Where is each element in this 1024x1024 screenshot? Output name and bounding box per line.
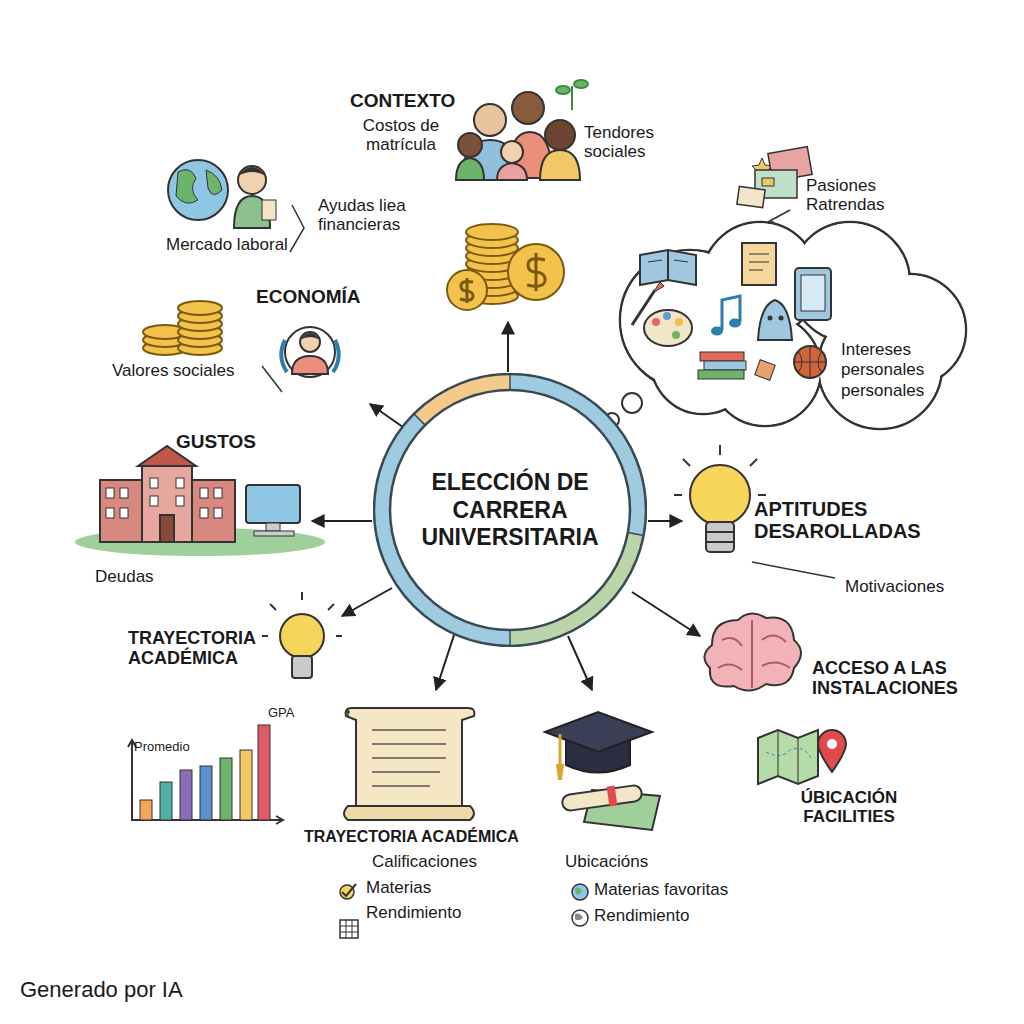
cloud-text: Intereses personales personales [841,340,949,401]
factor-label: Valores sociales [112,361,235,380]
factor-label: Materias favoritas [594,880,728,899]
group-heading: APTITUDES DESAROLLADAS [754,498,936,543]
factor-label: Deudas [95,567,154,586]
thought-cloud: Intereses personales personales [605,212,970,438]
factor-label: Calificaciones [372,852,477,871]
factor-label: Tendores sociales [584,123,676,161]
central-title: ELECCIÓN DE CARRERA UNIVERSITARIA [410,469,610,552]
group-heading: CONTEXTO [350,90,455,111]
group-heading: TRAYECTORIA ACADÉMICA [304,828,519,846]
factor-label: Costos de matrícula [352,116,450,154]
group-heading: ECONOMÍA [256,286,361,307]
factor-label: Rendimiento [594,906,689,925]
axis-label: Promedio [134,740,190,755]
axis-label: GPA [268,706,295,721]
cloud-outline [605,212,970,438]
factor-label: Pasiones Ratrendas [806,176,910,214]
factor-label: Rendimiento [366,903,461,922]
central-ring: ELECCIÓN DE CARRERA UNIVERSITARIA [373,373,647,647]
group-heading: ACCESO A LAS INSTALACIONES [812,658,984,698]
factor-label: Motivaciones [845,577,944,596]
watermark: Generado por IA [20,978,183,1003]
factor-label: Ayudas liea financieras [318,196,422,234]
group-heading: TRAYECTORIA ACADÉMICA [128,628,270,668]
group-heading: GUSTOS [176,431,256,452]
factor-label: Ubicacións [565,852,648,871]
group-heading: ÚBICACIÓN FACILITIES [784,788,914,826]
factor-label: Materias [366,878,431,897]
factor-label: Mercado laboral [166,235,288,254]
